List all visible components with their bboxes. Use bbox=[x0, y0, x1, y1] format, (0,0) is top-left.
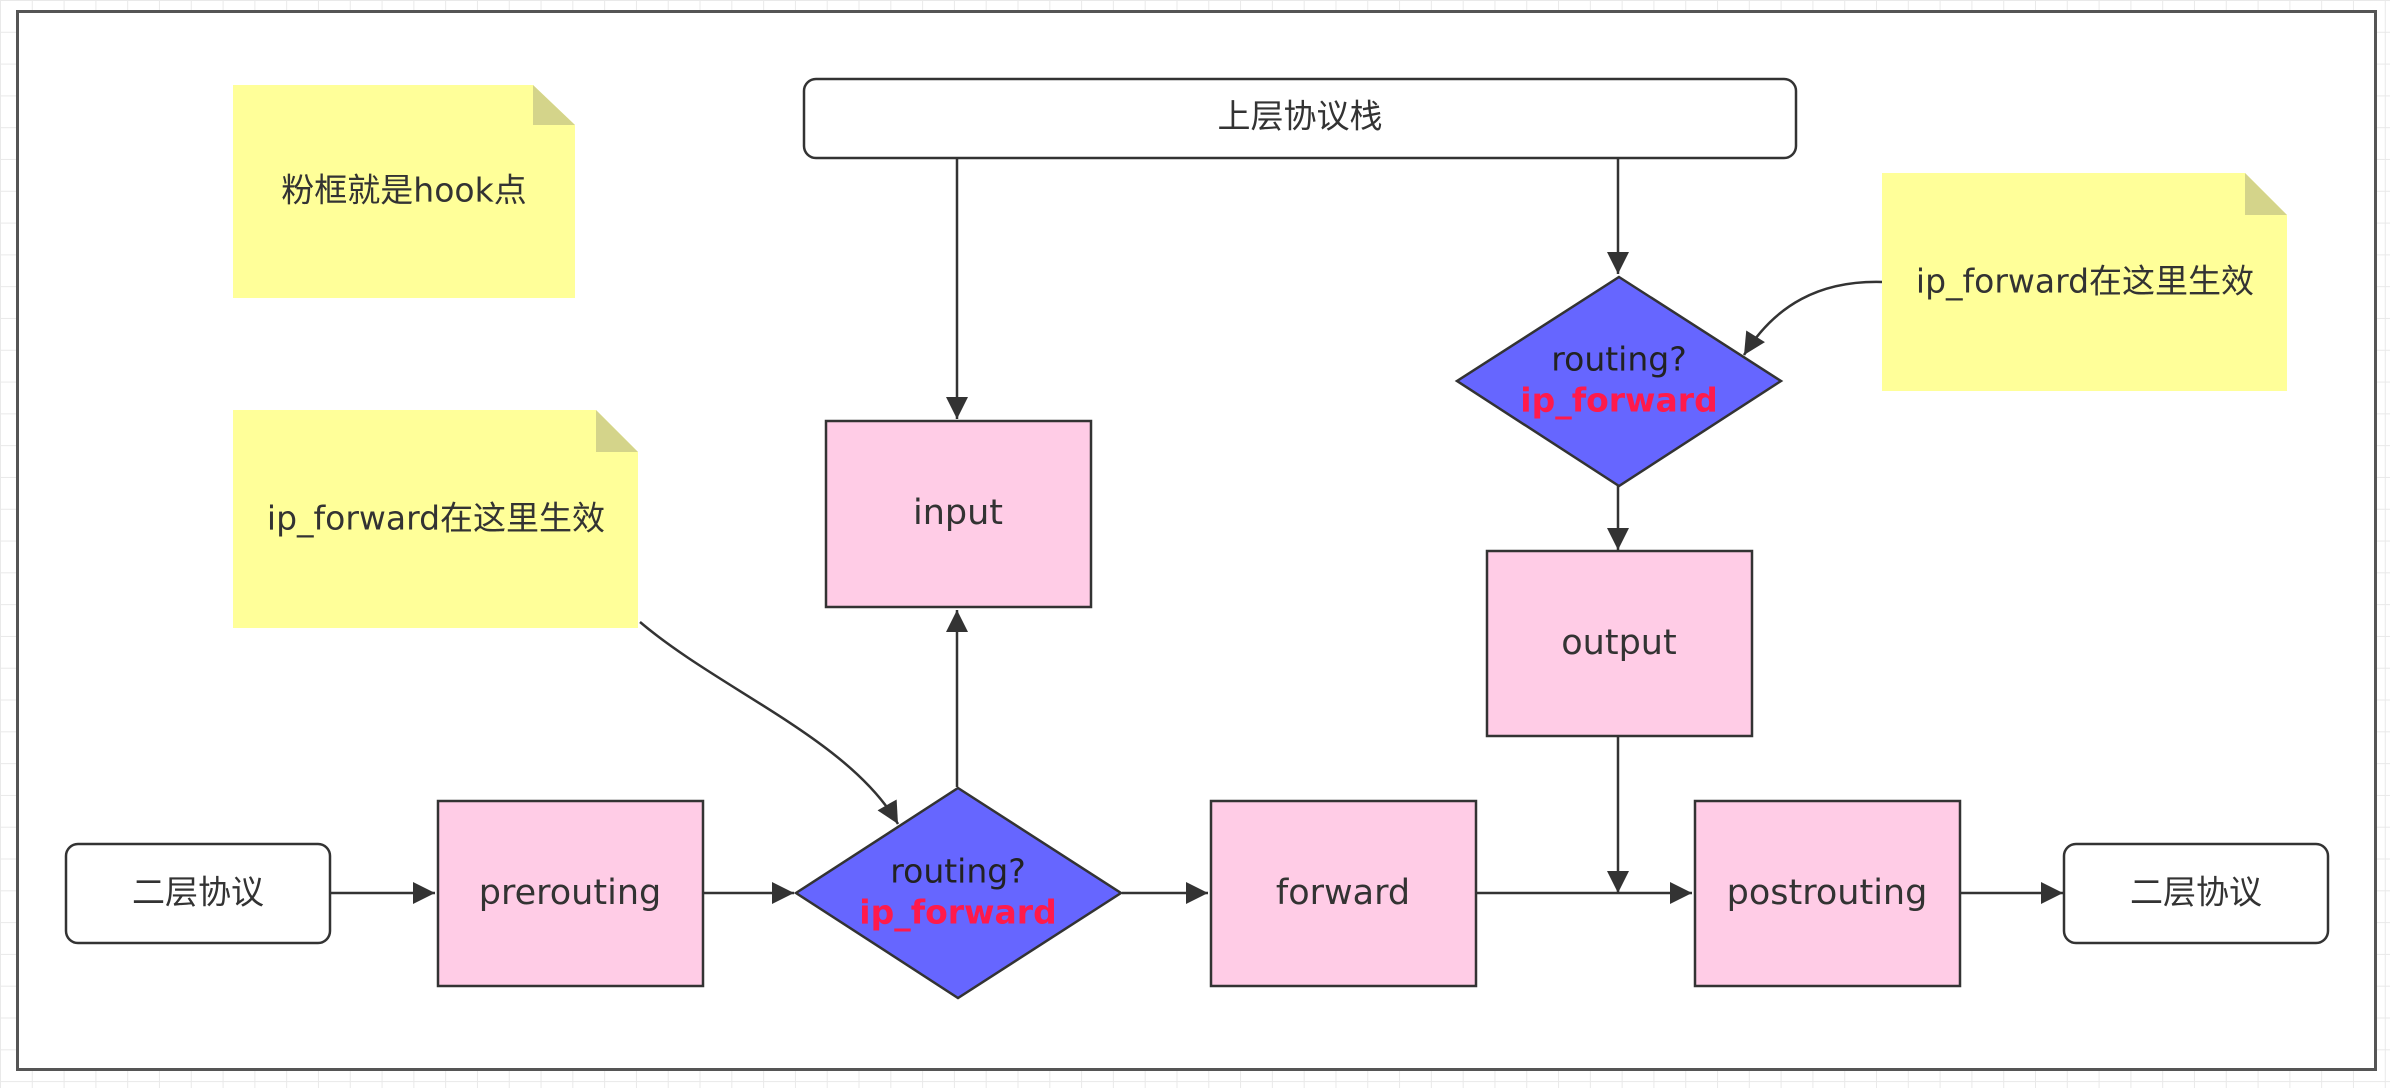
node-l2-left-label: 二层协议 bbox=[132, 873, 264, 912]
edges bbox=[330, 158, 2063, 904]
hook-postrouting: postrouting bbox=[1693, 799, 1962, 988]
node-l2-left: 二层协议 bbox=[64, 842, 332, 945]
hook-output-label: output bbox=[1561, 623, 1676, 663]
edge-note-to-routing-left bbox=[639, 621, 900, 825]
edge-note-to-routing-right bbox=[1742, 280, 1884, 356]
note-ip-forward-left: ip_forward在这里生效 bbox=[233, 410, 638, 628]
note-hook-legend: 粉框就是hook点 bbox=[233, 85, 575, 298]
decision-routing-left-line2: ip_forward bbox=[859, 893, 1056, 932]
decision-routing-left-line1: routing? bbox=[890, 852, 1025, 891]
note-ip-forward-right-text: ip_forward在这里生效 bbox=[1916, 262, 2254, 301]
hook-prerouting-label: prerouting bbox=[479, 873, 661, 913]
hook-prerouting: prerouting bbox=[436, 799, 705, 988]
decision-routing-right-line1: routing? bbox=[1551, 340, 1686, 379]
decision-routing-left: routing? ip_forward bbox=[793, 786, 1124, 1000]
hook-forward-label: forward bbox=[1276, 873, 1410, 913]
node-upper-stack-label: 上层协议栈 bbox=[1218, 97, 1383, 136]
node-l2-right-label: 二层协议 bbox=[2130, 873, 2262, 912]
decision-routing-right-line2: ip_forward bbox=[1520, 381, 1717, 420]
hook-input-label: input bbox=[913, 493, 1003, 533]
note-ip-forward-left-text: ip_forward在这里生效 bbox=[267, 499, 605, 538]
node-upper-stack: 上层协议栈 bbox=[802, 77, 1798, 160]
hook-postrouting-label: postrouting bbox=[1727, 873, 1928, 913]
hook-forward: forward bbox=[1209, 799, 1478, 988]
node-l2-right: 二层协议 bbox=[2062, 842, 2330, 945]
note-ip-forward-right: ip_forward在这里生效 bbox=[1882, 173, 2287, 391]
note-hook-legend-text: 粉框就是hook点 bbox=[281, 171, 526, 210]
hook-input: input bbox=[824, 419, 1093, 609]
hook-output: output bbox=[1485, 549, 1754, 738]
decision-routing-right: routing? ip_forward bbox=[1454, 275, 1784, 488]
